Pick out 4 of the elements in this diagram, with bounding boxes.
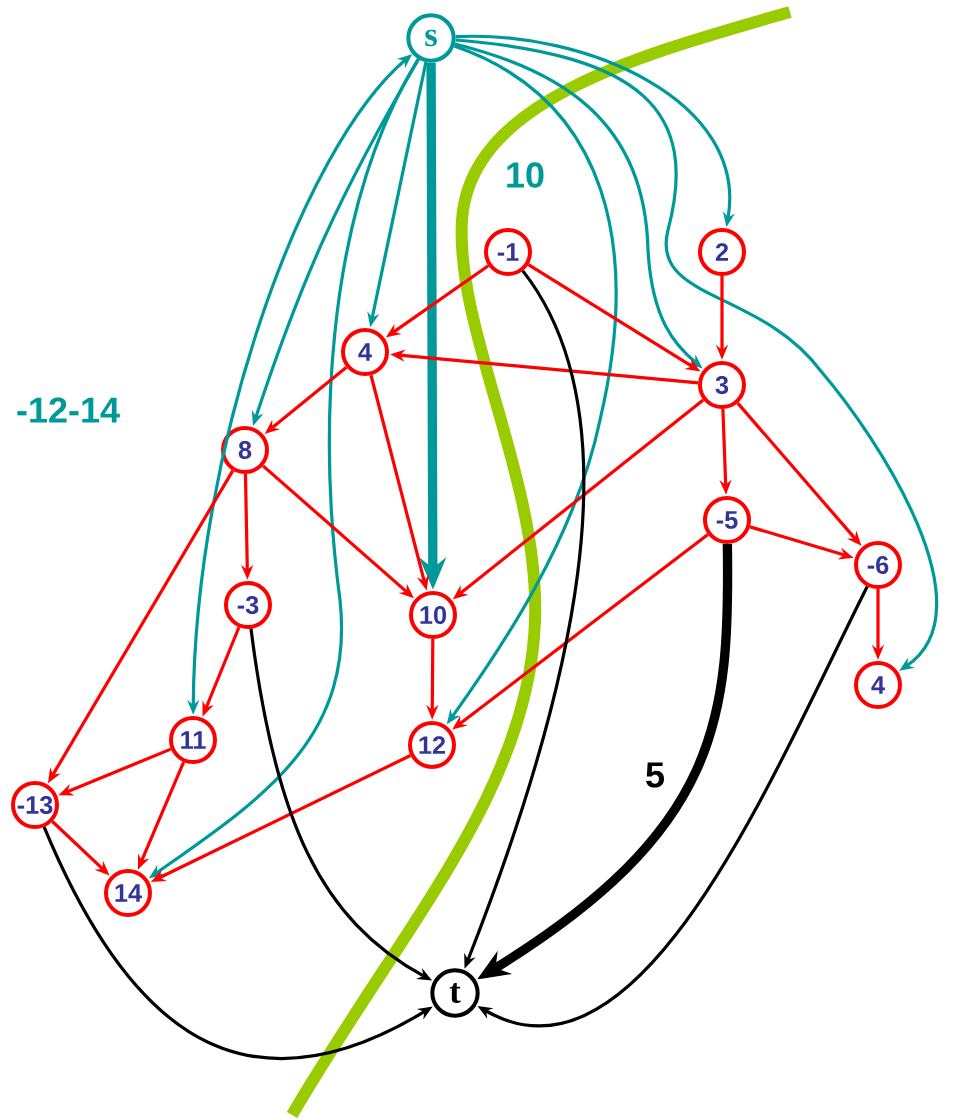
arrow xyxy=(455,38,938,671)
annotation: 5 xyxy=(646,762,664,788)
annotation: 10 xyxy=(507,162,544,188)
annotation: -12-14 xyxy=(17,397,120,423)
